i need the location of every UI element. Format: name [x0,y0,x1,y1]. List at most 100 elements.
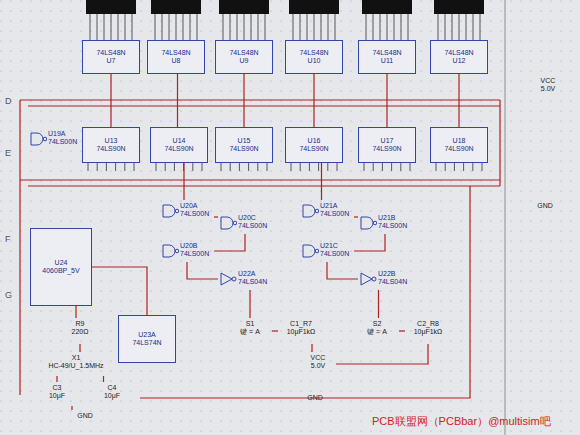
nand-symbol [161,204,179,218]
logic-gate: U21A74LS00N [300,200,354,222]
ref-designator: 74LS48N [435,49,483,57]
logic-gate: U22A74LS04N [218,268,272,290]
ref-designator: U20B [180,242,211,250]
part-value: 74LS00N [238,222,269,230]
part-value: 键 = A [231,328,269,336]
ref-designator: U21A [320,202,351,210]
part-value: U11 [363,57,411,65]
wire [214,216,218,217]
ref-designator: 74LS48N [152,49,200,57]
wire [214,234,245,251]
nand-symbol [301,244,319,258]
component-label: C1_R710μF1kΩ [278,318,324,344]
nand-symbol [219,216,237,230]
part-value: 74LS90N [363,145,411,153]
wire [336,344,428,364]
wire [243,74,244,127]
ic-chip: 74LS48NU9 [215,40,273,74]
chip-pins [88,14,482,171]
ref-designator: 74LS48N [87,49,135,57]
seven-segment-displays [86,0,484,14]
wire [354,234,385,251]
part-value: HC-49/U_1.5MHz [43,362,109,370]
component-label: C410μF [95,382,129,406]
wire [183,163,184,200]
wire [187,262,218,279]
component-label: S1键 = A [228,318,272,344]
ref-designator: 74LS48N [220,49,268,57]
ic-chip: 74LS48NU8 [147,40,205,74]
part-value: 74LS90N [87,145,135,153]
inverter-symbol [359,272,377,286]
part-value: 74LS04N [378,278,409,286]
component-label: C2_R810μF1kΩ [405,318,451,344]
part-value: U8 [152,57,200,65]
inverter-symbol [219,272,237,286]
logic-gate: U20B74LS00N [160,240,214,262]
wire [71,406,72,410]
part-value: 10μF [98,392,126,400]
ic-chip: U1774LS90N [358,127,416,163]
part-value: 5.0V [303,362,333,370]
ref-designator: U20C [238,214,269,222]
ic-chip: 74LS48NU12 [430,40,488,74]
logic-gate: U21B74LS00N [358,212,412,234]
ref-designator: R9 [63,320,97,328]
part-value: U12 [435,57,483,65]
ref-designator: U24 [35,259,87,267]
ic-chip: U1874LS90N [430,127,488,163]
wire [354,216,358,217]
wire [399,330,405,331]
part-value: 74LS90N [435,145,483,153]
ref-designator: U19A [48,130,79,138]
grid-marker: D [5,96,12,106]
part-value: 10μF1kΩ [281,328,321,336]
ref-designator: C4 [98,384,126,392]
part-value: 键 = A [358,328,396,336]
wire [92,267,147,315]
grid-marker: E [5,148,11,158]
part-value: 5.0V [531,85,565,93]
ref-designator: X1 [43,354,109,362]
nand-symbol [301,204,319,218]
part-value: 74LS00N [180,250,211,258]
wire [110,74,111,127]
component-label: S2键 = A [355,318,399,344]
ref-designator: U22A [238,270,269,278]
part-value: 74LS00N [48,138,79,146]
ref-designator: C3 [43,384,71,392]
part-value: 10μF [43,392,71,400]
ref-designator: U15 [220,137,268,145]
wire [327,262,358,279]
ref-designator: S1 [231,320,269,328]
ref-designator: U21B [378,214,409,222]
wire [386,74,387,127]
ref-designator: GND [303,394,327,402]
component-label: VCC5.0V [528,75,568,99]
ref-designator: C2_R8 [408,320,448,328]
wire [272,330,278,331]
part-value: 74LS00N [320,250,351,258]
logic-gate: U21C74LS00N [300,240,354,262]
bus-wires [20,100,500,398]
part-value: 74LS04N [238,278,269,286]
component-label: R9220Ω [60,318,100,344]
ref-designator: VCC [531,77,565,85]
part-value: 74LS90N [290,145,338,153]
part-value: 74LS00N [378,222,409,230]
ref-designator: GND [533,202,557,210]
wire [311,344,312,352]
ref-designator: U22B [378,270,409,278]
component-label: GND [300,392,330,406]
component-label: C310μF [40,382,74,406]
wire [458,74,459,127]
ref-designator: S2 [358,320,396,328]
ref-designator: 74LS48N [363,49,411,57]
logic-gate: U19A74LS00N [28,128,82,154]
ic-chip: U23A74LS74N [118,315,176,363]
ref-designator: U20A [180,202,211,210]
ref-designator: U17 [363,137,411,145]
part-value: 74LS90N [220,145,268,153]
ref-designator: U21C [320,242,351,250]
watermark: PCB联盟网（PCBbar）@multisim吧 [372,414,551,429]
